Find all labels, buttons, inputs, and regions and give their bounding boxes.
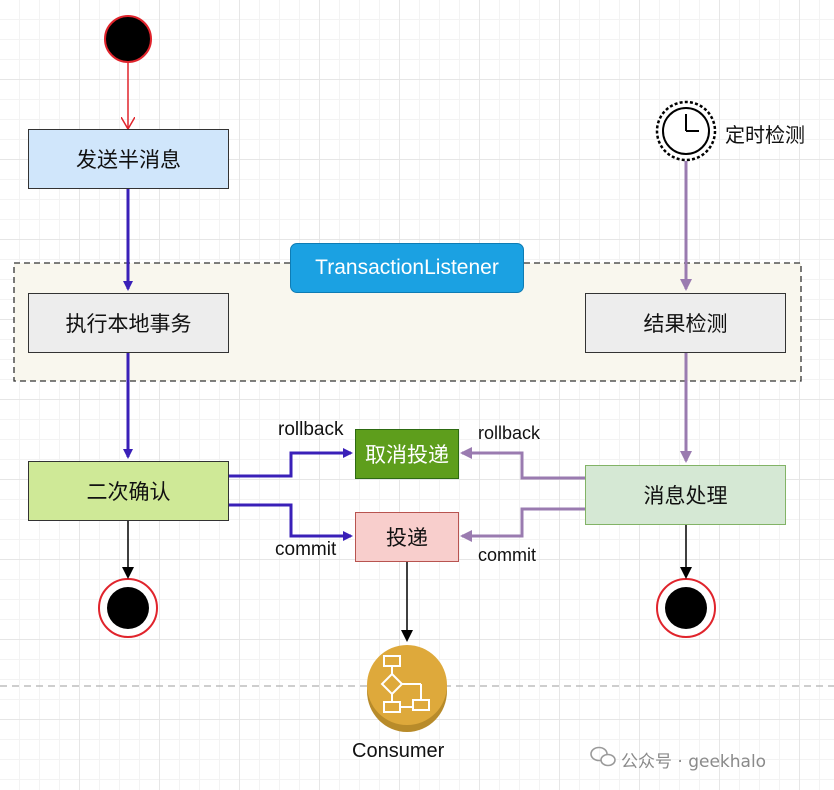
end-node-right [656, 578, 716, 638]
end-node-left [98, 578, 158, 638]
result-check-node: 结果检测 [585, 293, 786, 353]
consumer-workflow-icon [367, 645, 447, 732]
edge-handle-commit [460, 507, 585, 542]
transaction-listener-label: TransactionListener [290, 243, 524, 293]
delivery-node: 投递 [355, 512, 459, 562]
message-handle-node: 消息处理 [585, 465, 786, 525]
edge-handle-rollback [460, 447, 585, 480]
rollback-label-right: rollback [478, 423, 541, 443]
send-half-message-node: 发送半消息 [28, 129, 229, 189]
watermark-text: 公众号 · geekhalo [621, 752, 767, 772]
consumer-label: Consumer [352, 740, 445, 762]
start-node [104, 15, 152, 63]
rollback-label-left: rollback [278, 419, 344, 440]
commit-label-right: commit [478, 545, 536, 565]
commit-label-left: commit [275, 539, 337, 560]
clock-icon [655, 100, 717, 162]
timer-check-label: 定时检测 [725, 123, 805, 147]
second-confirm-node: 二次确认 [28, 461, 229, 521]
edge-confirm-rollback [229, 448, 353, 478]
wechat-icon [590, 746, 616, 767]
edge-confirm-commit [229, 503, 353, 541]
execute-local-transaction-node: 执行本地事务 [28, 293, 229, 353]
cancel-delivery-node: 取消投递 [355, 429, 459, 479]
